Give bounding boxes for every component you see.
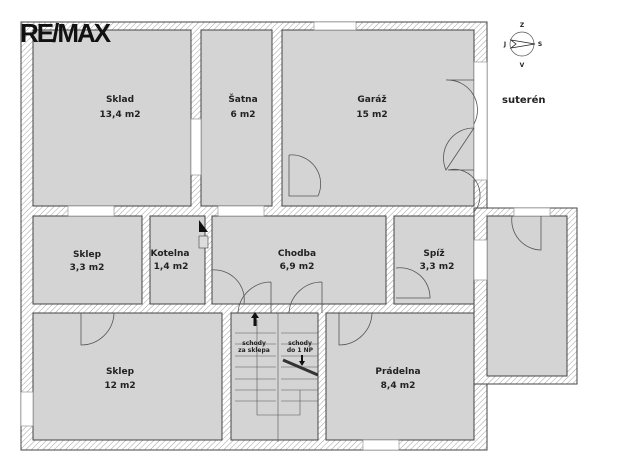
stairs-up-label: za sklepa xyxy=(238,347,270,354)
door-swing xyxy=(445,79,478,125)
door-swing xyxy=(80,312,115,346)
compass-north: Z xyxy=(520,22,525,29)
room-name: Spíž xyxy=(423,249,444,259)
remax-logo: RE/MAX xyxy=(20,18,112,48)
compass-east: S xyxy=(538,41,542,48)
door-spiz-annex xyxy=(473,239,488,281)
room-satna xyxy=(200,29,273,207)
door-swing xyxy=(288,154,322,197)
door-swing xyxy=(338,312,373,346)
room-name: Sklep xyxy=(73,250,102,260)
room-chodba xyxy=(211,215,387,305)
room-area: 6,9 m2 xyxy=(280,262,315,272)
door-swing xyxy=(237,281,272,314)
room-name: Sklad xyxy=(106,95,134,105)
room-area: 3,3 m2 xyxy=(70,263,105,273)
room-area: 15 m2 xyxy=(356,110,387,120)
window-left xyxy=(20,391,34,427)
stairs-up-label: schody xyxy=(242,340,266,347)
door-swing xyxy=(288,281,323,314)
room-area: 8,4 m2 xyxy=(381,381,416,391)
room-sklep-small xyxy=(32,215,143,305)
room-name: Prádelna xyxy=(375,367,420,377)
compass-south: V xyxy=(520,62,525,69)
window-top xyxy=(313,21,357,31)
room-name: Šatna xyxy=(228,93,257,105)
door-sklad-sklep xyxy=(67,205,115,217)
room-sklep-large xyxy=(32,312,223,441)
door-annex xyxy=(513,207,551,217)
room-pradelna xyxy=(325,312,475,441)
door-swing xyxy=(511,215,542,251)
room-stairs xyxy=(230,312,319,441)
room-name: Sklep xyxy=(106,367,135,377)
room-sklad xyxy=(32,29,192,207)
room-area: 3,3 m2 xyxy=(420,262,455,272)
compass-west: J xyxy=(503,41,506,48)
door-sklad-satna xyxy=(190,118,202,176)
room-name: Chodba xyxy=(278,249,316,259)
stairs xyxy=(235,313,319,442)
room-name: Kotelna xyxy=(151,249,190,259)
room-annex xyxy=(486,215,568,377)
room-area: 1,4 m2 xyxy=(154,262,189,272)
room-garaz xyxy=(281,29,475,207)
door-swing xyxy=(211,269,245,305)
chimney-icon xyxy=(198,235,209,249)
stairs-down-label: do 1 NP xyxy=(287,347,314,354)
room-area: 12 m2 xyxy=(104,381,135,391)
arrow-up-icon xyxy=(251,312,259,326)
room-spiz xyxy=(393,215,475,305)
compass-icon: Z J S V xyxy=(503,22,542,69)
chimney-icon xyxy=(199,220,208,232)
door-swing xyxy=(395,267,431,299)
window-bottom xyxy=(362,439,400,451)
room-name: Garáž xyxy=(357,95,386,105)
door-swing xyxy=(447,168,481,213)
door-satna-chodba xyxy=(217,205,265,217)
garage-door xyxy=(473,61,488,181)
room-area: 6 m2 xyxy=(230,110,255,120)
stairs-down-label: schody xyxy=(288,340,312,347)
arrow-down-icon xyxy=(299,355,305,366)
door-swing xyxy=(443,127,475,171)
floor-label: suterén xyxy=(502,94,545,106)
room-kotelna xyxy=(149,215,206,305)
room-area: 13,4 m2 xyxy=(100,110,141,120)
